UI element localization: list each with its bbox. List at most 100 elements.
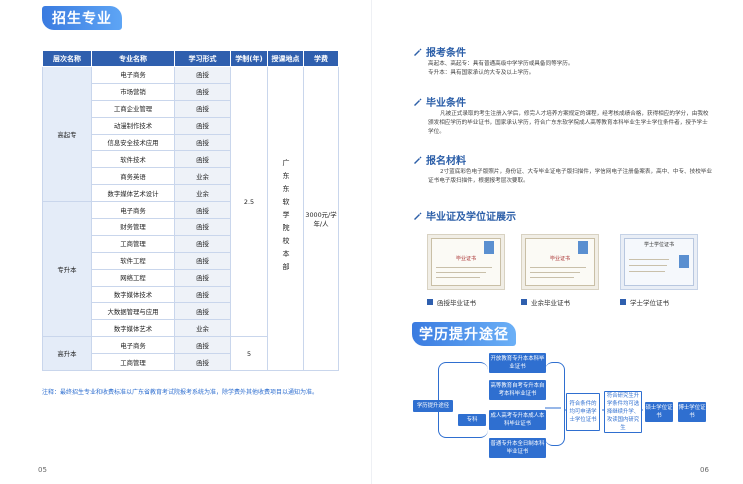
heading-certificates: 毕业证及学位证展示 (412, 208, 516, 223)
flow-box-chengkao: 成人高考专升本成人本科毕业证书 (489, 410, 546, 430)
form-cell: 函授 (174, 66, 231, 84)
flow-zhuan: 专科 (458, 414, 486, 426)
pen-icon (414, 98, 422, 106)
flow-start: 学历提升途径 (413, 400, 453, 412)
table-row: 高升本 电子商务函授 5 (42, 336, 339, 372)
form-cell: 函授 (174, 133, 231, 152)
page-number-right: 06 (700, 466, 709, 474)
square-bullet-icon (427, 299, 433, 305)
form-cell: 函授 (174, 251, 231, 270)
table-row: 数字媒体艺术业余 (43, 319, 339, 338)
heading-text: 毕业条件 (426, 98, 466, 109)
pen-icon (414, 156, 422, 164)
pen-icon (414, 212, 422, 220)
major-cell: 市场营销 (91, 82, 175, 101)
level-cell: 高起专 (42, 65, 92, 203)
table-row: 数字媒体技术函授 (43, 285, 339, 304)
heading-requirements: 报考条件 (412, 44, 466, 59)
th-duration: 学制(年) (230, 50, 268, 67)
form-cell: 函授 (174, 336, 231, 355)
table-header-row: 层次名称 专业名称 学习形式 学制(年) 授课地点 学费 (42, 50, 339, 67)
table-row: 信息安全技术应用函授 (43, 133, 339, 152)
form-cell: 业余 (174, 167, 231, 186)
level-cell: 高升本 (42, 336, 92, 372)
cert-caption-2: 业余毕业证书 (521, 297, 570, 307)
major-cell: 电子商务 (91, 201, 175, 220)
table-row: 网络工程函授 (43, 268, 339, 287)
fee-cell: 3000元/学年/人 (303, 65, 339, 372)
major-cell: 动漫制作技术 (91, 116, 175, 135)
form-cell: 函授 (174, 150, 231, 169)
section-title-path: 学历提升途径 (412, 322, 516, 346)
major-cell: 工商管理 (91, 353, 175, 372)
th-form: 学习形式 (174, 50, 231, 67)
major-cell: 信息安全技术应用 (91, 133, 175, 152)
flow-lines-2 (545, 407, 561, 409)
heading-graduation: 毕业条件 (412, 94, 466, 109)
pen-icon (414, 48, 422, 56)
form-cell: 函授 (174, 268, 231, 287)
form-cell: 函授 (174, 99, 231, 118)
major-cell: 财务管理 (91, 218, 175, 236)
certificate-image-1: 毕业证书 (427, 234, 505, 290)
table-note: 注释：最终招生专业和收费标准以广东省教育考试院报考系统为准，除学费外其他收费项目… (42, 389, 319, 396)
major-cell: 软件工程 (91, 251, 175, 270)
major-cell: 工商企业管理 (91, 99, 175, 118)
major-cell: 数字媒体艺术设计 (91, 184, 175, 203)
connector-right (545, 362, 565, 446)
cert-label: 毕业证书 (549, 256, 570, 262)
flow-box-yanjiusheng: 符合研究生升学条件均可选择继续升学、攻读国内研究生 (604, 391, 642, 433)
table-row: 商务英语业余 (43, 167, 339, 186)
majors-table: 层次名称 专业名称 学习形式 学制(年) 授课地点 学费 高起专 电子商务 函授… (42, 50, 339, 372)
table-row: 市场营销函授 (43, 82, 339, 101)
table-row: 数字媒体艺术设计业余 (43, 184, 339, 203)
form-cell: 函授 (174, 234, 231, 253)
req-line: 高起本、高起专：具有普通高级中学学历或具备同等学历。 (428, 61, 574, 67)
certificate-image-2: 毕业证书 (521, 234, 599, 290)
major-cell: 数字媒体技术 (91, 285, 175, 304)
form-cell: 业余 (174, 319, 231, 338)
flow-box-boshi: 博士学位证书 (678, 402, 706, 422)
table-row: 专升本 电子商务函授 (42, 201, 339, 338)
major-cell: 大数据管理与应用 (91, 302, 175, 321)
duration-cell: 2.5 (230, 65, 268, 338)
major-cell: 商务英语 (91, 167, 175, 186)
form-cell: 函授 (174, 201, 231, 220)
level-cell: 专升本 (42, 201, 92, 338)
graduation-text: 凡被正式录取的考生注册入学后，修完人才培养方案规定的课程，经考核成绩合格，获得相… (428, 111, 709, 135)
table-row: 动漫制作技术函授 (43, 116, 339, 135)
form-cell: 函授 (174, 285, 231, 304)
photo-icon (484, 241, 494, 254)
cert-caption-1: 函授毕业证书 (427, 297, 476, 307)
page-number-left: 05 (38, 466, 47, 474)
photo-icon (578, 241, 588, 254)
flow-box-shuoshi: 硕士学位证书 (645, 402, 673, 422)
flow-box-kaifang: 开放教育专升本本科毕业证书 (489, 353, 546, 373)
table-row: 工商管理函授 (43, 353, 339, 372)
table-row: 大数据管理与应用函授 (43, 302, 339, 321)
form-cell: 业余 (174, 184, 231, 203)
table-row: 高起专 电子商务 函授 2.5 广东东软学院校本部 3000元/学年/人 (42, 65, 339, 372)
table-row: 工商管理函授 (43, 234, 339, 253)
certificate-image-3: 学士学位证书 (620, 234, 698, 290)
req-line: 专升本：具有国家承认的大专及以上学历。 (428, 70, 535, 76)
heading-text: 报考条件 (426, 48, 466, 59)
requirements-text: 高起本、高起专：具有普通高级中学学历或具备同等学历。 专升本：具有国家承认的大专… (428, 60, 713, 78)
major-cell: 电子商务 (91, 66, 175, 84)
flow-box-xueshi-cond: 符合条件的均可申请学士学位证书 (566, 393, 600, 431)
form-cell: 函授 (174, 218, 231, 236)
th-location: 授课地点 (267, 50, 304, 67)
major-cell: 数字媒体艺术 (91, 319, 175, 338)
cert-label: 学士学位证书 (643, 242, 674, 248)
materials-text: 2寸蓝底彩色电子版照片，身份证、大专毕业证电子版扫描件，学信网电子注册备案表，高… (428, 169, 713, 184)
heading-text: 毕业证及学位证展示 (426, 212, 516, 223)
cert-label: 毕业证书 (455, 256, 476, 262)
heading-text: 报名材料 (426, 156, 466, 167)
duration-cell: 5 (230, 336, 268, 372)
th-major: 专业名称 (91, 50, 175, 67)
table-row: 财务管理函授 (43, 218, 339, 236)
form-cell: 函授 (174, 302, 231, 321)
square-bullet-icon (620, 299, 626, 305)
major-cell: 软件技术 (91, 150, 175, 169)
